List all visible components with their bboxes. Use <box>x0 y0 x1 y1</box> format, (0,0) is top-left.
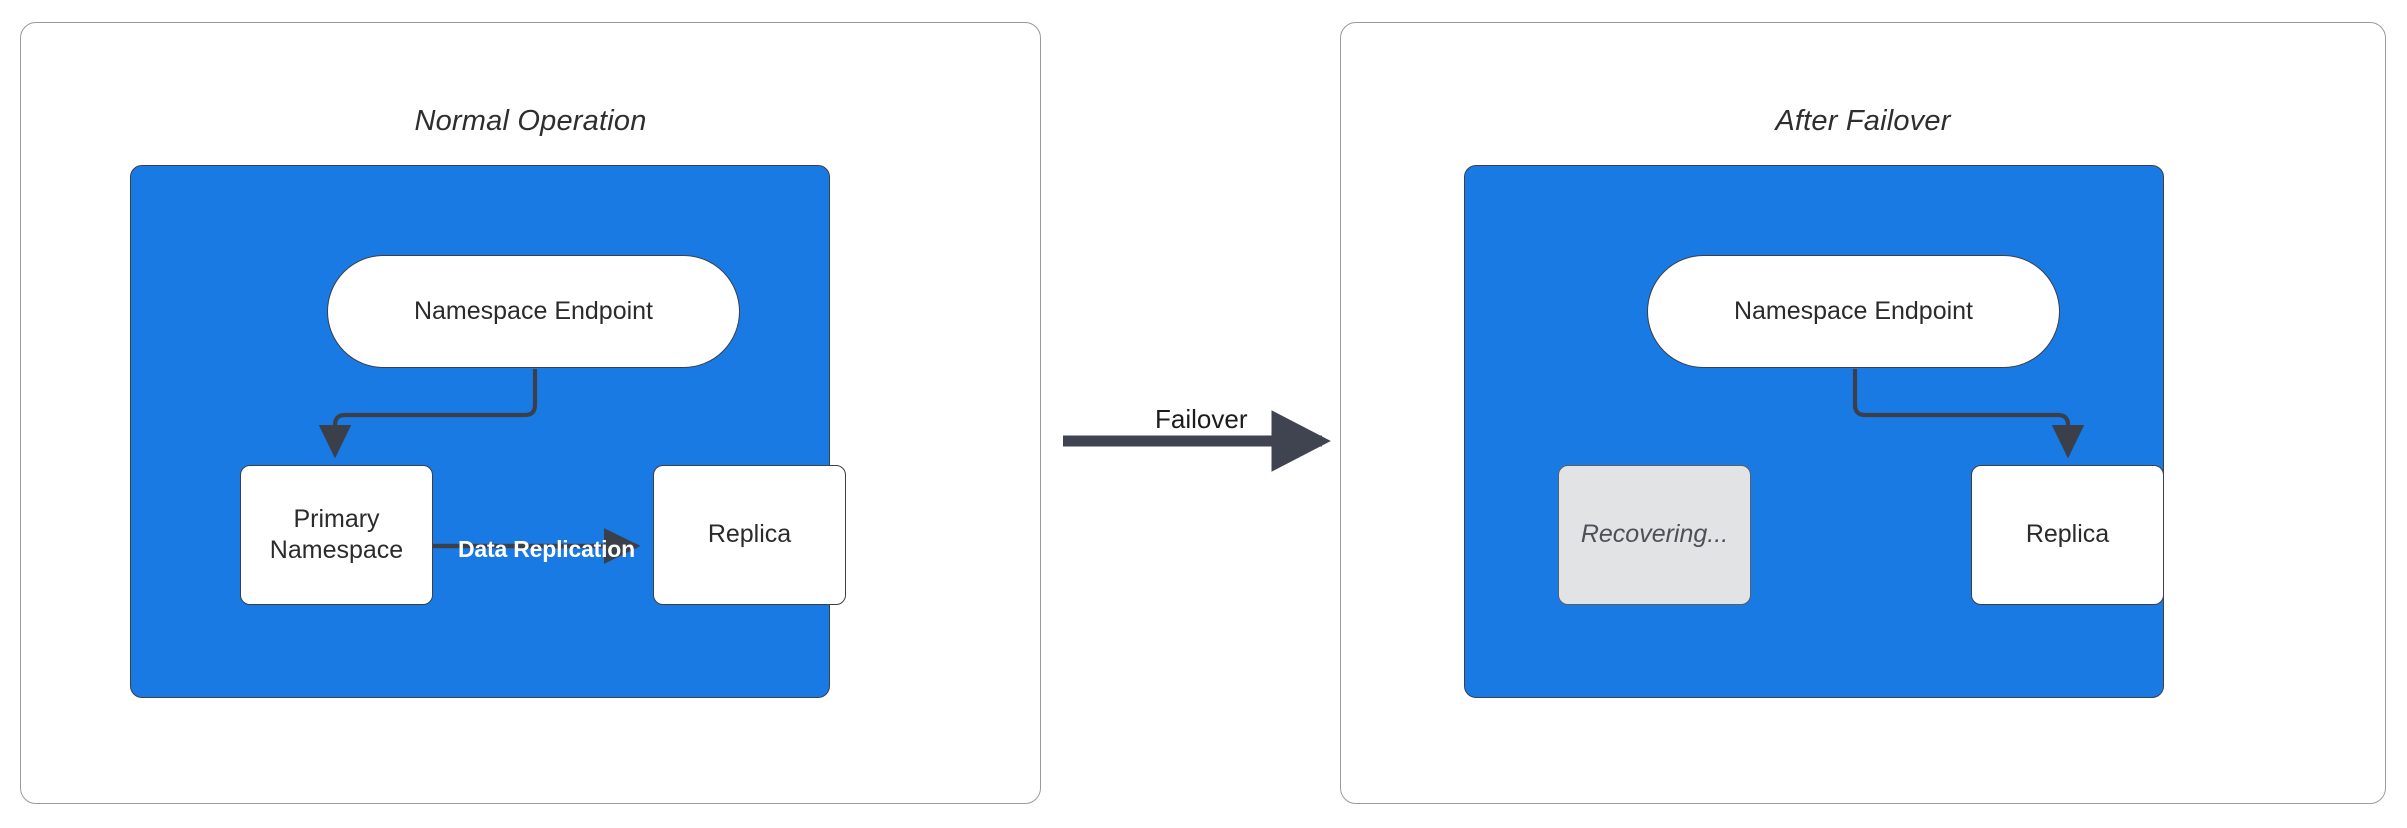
node-label: Namespace Endpoint <box>1733 296 1974 325</box>
node-replica-right[interactable]: Replica <box>1971 465 2164 605</box>
node-label: Replica <box>707 520 792 549</box>
node-label: Replica <box>2025 520 2110 549</box>
edge-label-data-replication: Data Replication <box>458 536 636 562</box>
blue-region-normal-operation <box>130 165 830 698</box>
node-namespace-endpoint-left[interactable]: Namespace Endpoint <box>327 255 740 368</box>
node-label-line1: Primary <box>293 504 380 533</box>
node-label-line2: Namespace <box>269 536 404 564</box>
node-label: Namespace Endpoint <box>413 296 654 325</box>
blue-region-after-failover <box>1464 165 2164 698</box>
panel-title-normal-operation: Normal Operation <box>414 105 647 137</box>
edge-label-failover: Failover <box>1155 404 1248 434</box>
node-replica-left[interactable]: Replica <box>653 465 846 605</box>
node-namespace-endpoint-right[interactable]: Namespace Endpoint <box>1647 255 2060 368</box>
node-recovering[interactable]: Recovering... <box>1558 465 1751 605</box>
node-label: Recovering... <box>1580 520 1729 549</box>
panel-title-after-failover: After Failover <box>1775 105 1951 137</box>
